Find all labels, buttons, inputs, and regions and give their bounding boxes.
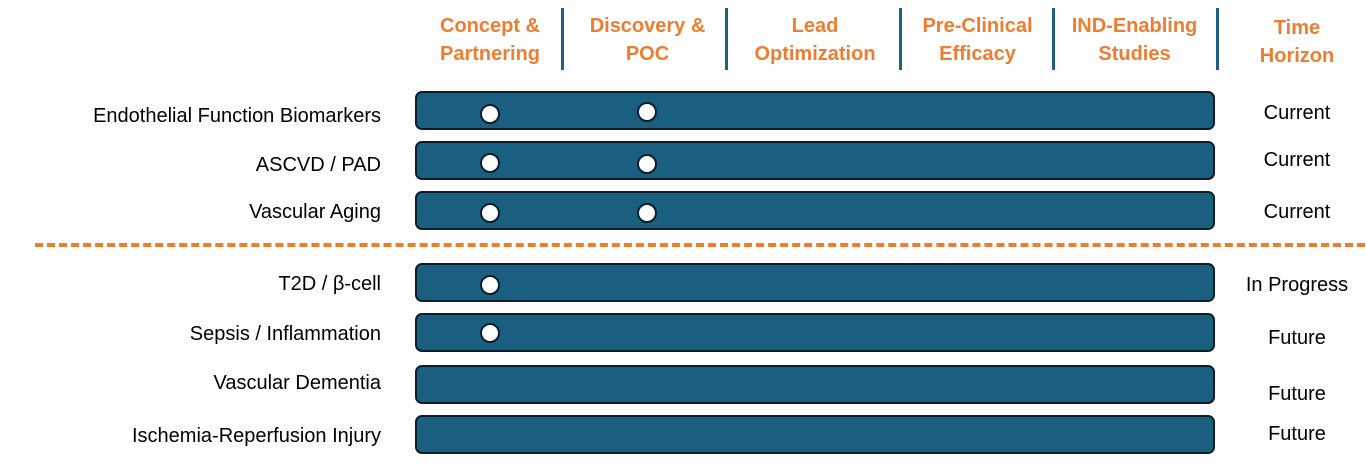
stage-divider bbox=[561, 8, 564, 70]
milestone-marker bbox=[480, 153, 500, 173]
stage-divider bbox=[899, 8, 902, 70]
milestone-marker bbox=[480, 275, 500, 295]
time-horizon-value: Current bbox=[1263, 148, 1331, 171]
stage-header-discovery-poc: Discovery & POC bbox=[589, 15, 706, 65]
time-horizon-value: Future bbox=[1268, 422, 1326, 445]
current-future-separator bbox=[35, 243, 1365, 247]
time-horizon-value: In Progress bbox=[1245, 273, 1349, 296]
stage-divider bbox=[725, 8, 728, 70]
milestone-marker bbox=[480, 323, 500, 343]
milestone-marker bbox=[637, 203, 657, 223]
milestone-marker bbox=[480, 203, 500, 223]
milestone-marker bbox=[637, 102, 657, 122]
program-label-ischemia-reperfusion-injury: Ischemia-Reperfusion Injury bbox=[132, 424, 381, 447]
program-track bbox=[415, 313, 1215, 352]
time-horizon-header: Time Horizon bbox=[1259, 17, 1335, 67]
stage-header-ind-enabling-studies: IND-Enabling Studies bbox=[1071, 15, 1198, 65]
program-label-vascular-dementia: Vascular Dementia bbox=[213, 371, 381, 394]
program-track bbox=[415, 365, 1215, 404]
milestone-marker bbox=[637, 154, 657, 174]
milestone-marker bbox=[480, 104, 500, 124]
time-horizon-value: Current bbox=[1263, 101, 1331, 124]
program-track bbox=[415, 191, 1215, 230]
stage-header-pre-clinical-efficacy: Pre-Clinical Efficacy bbox=[922, 15, 1033, 65]
stage-divider bbox=[1216, 8, 1219, 70]
stage-divider bbox=[1052, 8, 1055, 70]
program-track bbox=[415, 415, 1215, 454]
time-horizon-value: Future bbox=[1268, 382, 1326, 405]
stage-header-concept-partnering: Concept & Partnering bbox=[439, 15, 541, 65]
program-label-sepsis-inflammation: Sepsis / Inflammation bbox=[189, 322, 381, 345]
time-horizon-value: Current bbox=[1263, 200, 1331, 223]
program-label-t2d-beta-cell: T2D / β-cell bbox=[278, 272, 381, 295]
time-horizon-value: Future bbox=[1268, 326, 1326, 349]
program-track bbox=[415, 141, 1215, 180]
program-label-endothelial-function-biomarkers: Endothelial Function Biomarkers bbox=[93, 104, 381, 127]
program-label-ascvd-pad: ASCVD / PAD bbox=[255, 153, 381, 176]
program-track bbox=[415, 263, 1215, 302]
program-label-vascular-aging: Vascular Aging bbox=[249, 200, 381, 223]
program-track bbox=[415, 91, 1215, 130]
stage-header-lead-optimization: Lead Optimization bbox=[754, 15, 876, 65]
